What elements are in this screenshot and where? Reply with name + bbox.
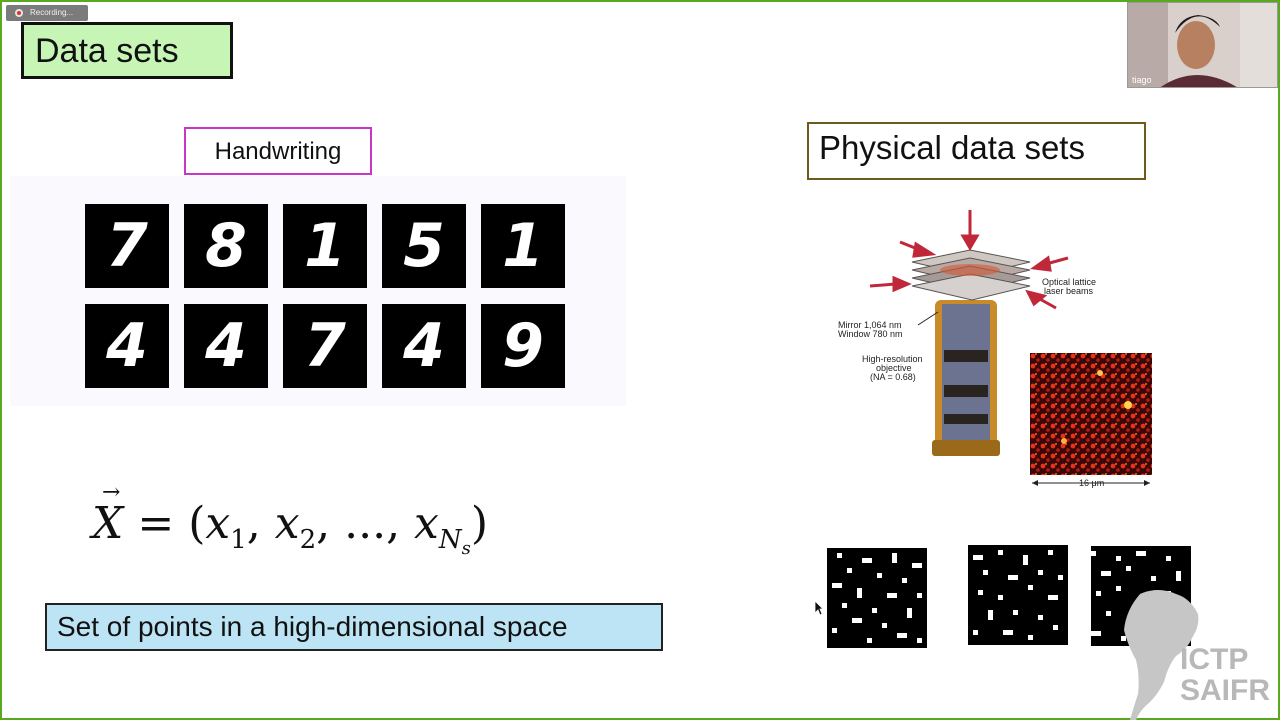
formula-sub-2: 2 [299,524,317,555]
digit-glyph: 4 [205,311,247,381]
handwriting-label: Handwriting [184,127,372,175]
recording-icon [15,9,23,17]
mouse-cursor-icon [814,600,824,616]
digit-glyph: 1 [502,211,544,281]
label-objective-3: (NA = 0.68) [870,372,916,382]
digit-glyph: 4 [106,311,148,381]
slide-title: Data sets [21,22,233,79]
formula-sub-s: s [461,537,471,559]
label-objective-2: objective [876,363,912,373]
digit-image: 5 [382,204,466,288]
physical-datasets-label: Physical data sets [807,122,1146,180]
laser-beam-arrows [869,210,1069,310]
digit-glyph: 5 [403,211,445,281]
logo-line-2: SAIFR [1180,674,1270,707]
formula-sub-1: 1 [230,524,247,555]
digit-image: 1 [481,204,565,288]
label-laser-beams: laser beams [1044,286,1094,296]
recording-label: Recording... [30,8,74,17]
digit-image: 4 [382,304,466,388]
digit-glyph: 7 [304,311,346,381]
ictp-saifr-logo [1124,590,1199,720]
formula-equals: = [137,498,175,549]
formula-x2: x [274,498,300,549]
digit-image: 9 [481,304,565,388]
formula-open-paren: ( [188,498,206,549]
fluorescence-image [1030,353,1152,475]
formula-xn: x [414,498,439,549]
logo-line-1: ICTP [1180,643,1249,676]
optical-lattice-diagram: Optical lattice laser beams Mirror 1,064… [838,210,1150,488]
digit-glyph: 8 [205,211,247,281]
digit-glyph: 7 [106,211,148,281]
digit-image: 7 [283,304,367,388]
digit-image: 1 [283,204,367,288]
digits-panel: 7 8 1 5 1 4 4 7 4 9 [10,176,626,406]
formula-sub-n: N [438,524,462,555]
spin-config-image [827,548,927,648]
scale-label: 16 μm [1079,478,1104,488]
digit-image: 4 [85,304,169,388]
digit-image: 7 [85,204,169,288]
spin-config-image [968,545,1068,645]
digit-image: 4 [184,304,268,388]
webcam-thumbnail[interactable]: tiago [1127,2,1278,88]
logo-text: ICTP SAIFR [1180,644,1270,706]
recording-indicator: Recording... [6,5,88,21]
webcam-name: tiago [1132,75,1152,85]
label-optical-lattice: Optical lattice [1042,277,1096,287]
digit-glyph: 9 [502,311,544,381]
webcam-video [1128,3,1277,87]
label-window: Window 780 nm [838,329,903,339]
digit-glyph: 1 [304,211,346,281]
vector-formula: X = (x1, x2, ..., xNs) [92,498,488,559]
label-mirror: Mirror 1,064 nm [838,320,902,330]
label-objective-1: High-resolution [862,354,923,364]
formula-vector-x: X [92,498,123,549]
formula-x1: x [205,498,231,549]
digit-image: 8 [184,204,268,288]
digit-glyph: 4 [403,311,445,381]
set-caption: Set of points in a high-dimensional spac… [45,603,663,651]
formula-close-paren: ) [470,498,489,549]
formula-ellipsis: ... [344,498,387,549]
